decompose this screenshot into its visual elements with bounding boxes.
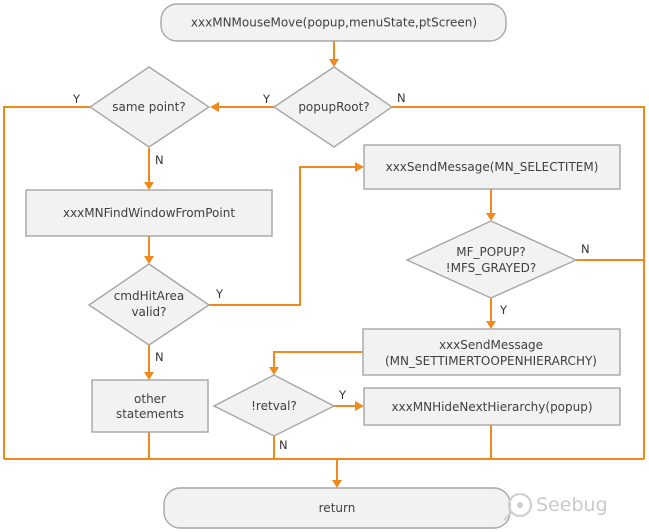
label-cmdhit-no: N	[155, 350, 164, 364]
label-popuproot-no: N	[397, 91, 406, 105]
node-cmd-hit-label-1: cmdHitArea	[114, 289, 185, 303]
label-mfpopup-yes: Y	[499, 303, 508, 317]
node-return: return	[163, 487, 511, 529]
arrow-into-retval	[269, 367, 279, 375]
node-start: xxxMNMouseMove(popup,menuState,ptScreen)	[160, 3, 507, 42]
arrow-into-other	[144, 372, 154, 380]
edges	[3, 41, 645, 481]
node-send-timer-label-1: xxxSendMessage	[439, 338, 543, 352]
node-other-label-2: statements	[116, 407, 184, 421]
label-samepoint-yes: Y	[72, 92, 81, 106]
label-retval-yes: Y	[338, 388, 347, 402]
node-find-window: xxxMNFindWindowFromPoint	[25, 189, 273, 237]
label-retval-no: N	[279, 438, 288, 452]
label-cmdhit-yes: Y	[215, 287, 224, 301]
label-mfpopup-no: N	[581, 242, 590, 256]
node-cmd-hit-label-2: valid?	[131, 305, 166, 319]
arrow-into-mfpopup	[486, 213, 496, 221]
edge-labels: Y N Y N Y N Y N Y N	[72, 91, 590, 452]
edge-samepoint-yes	[3, 106, 90, 459]
seebug-logo-icon	[503, 492, 533, 521]
label-popuproot-yes: Y	[262, 92, 271, 106]
arrow-into-samepoint	[210, 102, 219, 112]
watermark: Seebug	[503, 492, 608, 521]
arrow-into-popuproot	[329, 59, 339, 67]
node-send-select-label: xxxSendMessage(MN_SELECTITEM)	[386, 160, 599, 174]
edge-cmdhit-to-sendselect	[209, 166, 356, 306]
node-mf-popup-label-2: !MFS_GRAYED?	[446, 261, 536, 275]
node-retval: !retval?	[212, 374, 336, 437]
node-other-label-1: other	[134, 392, 166, 406]
edge-popuproot-no	[392, 106, 645, 459]
arrow-into-cmdhit	[144, 256, 154, 264]
edge-sendtimer-to-retval	[273, 351, 363, 368]
arrow-into-return	[332, 480, 342, 488]
label-samepoint-no: N	[155, 153, 164, 167]
arrow-into-hidenext	[355, 401, 364, 411]
arrow-into-sendselect	[355, 162, 364, 172]
arrowheads	[144, 59, 496, 488]
node-hide-next: xxxMNHideNextHierarchy(popup)	[363, 387, 621, 426]
node-popup-root-label: popupRoot?	[298, 100, 369, 114]
node-mf-popup-label-1: MF_POPUP?	[456, 245, 526, 259]
node-same-point-label: same point?	[112, 100, 185, 114]
node-send-select: xxxSendMessage(MN_SELECTITEM)	[363, 144, 621, 190]
node-hide-next-label: xxxMNHideNextHierarchy(popup)	[391, 400, 592, 414]
node-retval-label: !retval?	[251, 399, 297, 413]
arrow-into-find	[144, 182, 154, 190]
node-mf-popup: MF_POPUP? !MFS_GRAYED?	[405, 220, 578, 299]
node-send-timer: xxxSendMessage (MN_SETTIMERTOOPENHIERARC…	[362, 328, 621, 376]
node-other-statements: other statements	[91, 379, 209, 433]
node-cmd-hit-area: cmdHitArea valid?	[87, 263, 211, 346]
node-find-window-label: xxxMNFindWindowFromPoint	[63, 206, 235, 220]
node-start-label: xxxMNMouseMove(popup,menuState,ptScreen)	[191, 16, 477, 30]
arrow-into-sendtimer	[486, 321, 496, 329]
node-send-timer-label-2: (MN_SETTIMERTOOPENHIERARCHY)	[385, 354, 597, 368]
node-same-point: same point?	[88, 66, 211, 148]
node-return-label: return	[319, 501, 356, 515]
watermark-text: Seebug	[536, 494, 608, 516]
node-popup-root: popupRoot?	[272, 66, 394, 148]
